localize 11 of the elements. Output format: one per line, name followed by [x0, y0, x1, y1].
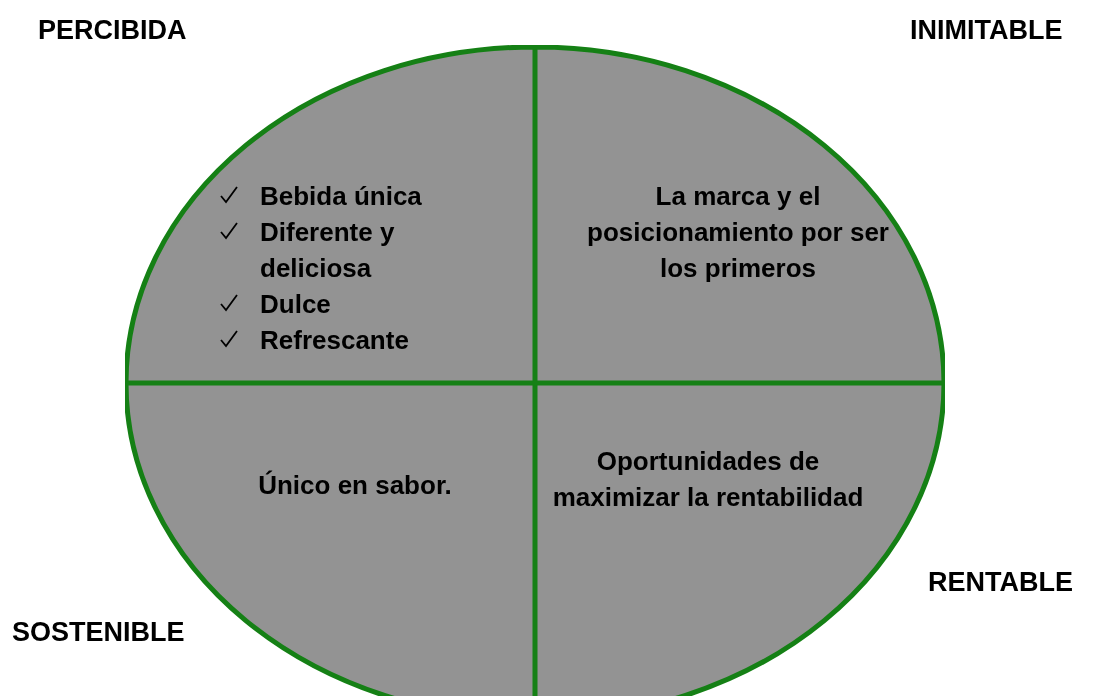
list-item: Bebida única [260, 180, 422, 213]
quadrant-heading: RENTABLE [928, 567, 1073, 598]
list-item: Refrescante [260, 324, 409, 357]
list-item: Dulce [260, 288, 331, 321]
quadrant-heading: SOSTENIBLE [12, 617, 185, 648]
quadrant-text: Oportunidades de maximizar la rentabilidad [551, 445, 865, 514]
quadrant-text: La marca y el posicionamiento por ser los primeros [586, 180, 890, 285]
quadrant-text: Único en sabor. [257, 469, 453, 502]
list-item: Diferente y deliciosa [260, 216, 396, 285]
quadrant-heading: INIMITABLE [910, 15, 1063, 46]
quadrant-heading: PERCIBIDA [38, 15, 187, 46]
